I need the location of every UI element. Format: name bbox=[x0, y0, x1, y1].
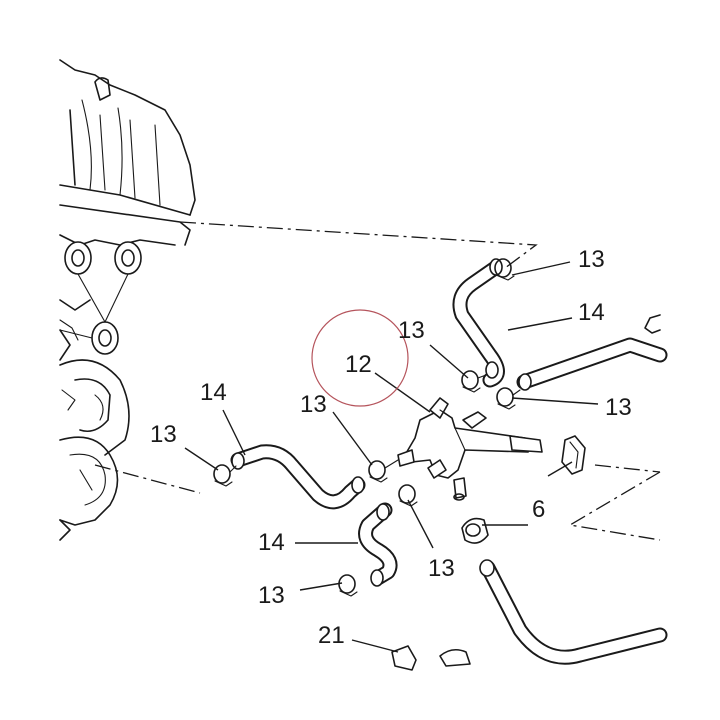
highlight-circle bbox=[311, 309, 409, 407]
hose-clamps bbox=[213, 258, 516, 597]
callout-6: 6 bbox=[532, 496, 545, 523]
reference-lines bbox=[94, 221, 661, 541]
callout-13-top: 13 bbox=[578, 246, 605, 273]
clamp-mid bbox=[461, 370, 481, 393]
clamp-lower bbox=[398, 484, 418, 507]
clamp-right bbox=[496, 387, 516, 410]
callout-13-lower: 13 bbox=[428, 555, 455, 582]
clamp-top bbox=[494, 258, 515, 281]
grommet-part-6 bbox=[561, 435, 586, 475]
callout-14-left: 14 bbox=[200, 379, 227, 406]
callout-labels: 13 14 13 12 13 14 13 13 6 14 13 13 21 bbox=[150, 246, 632, 649]
hose-ends bbox=[231, 258, 532, 587]
bracket-part-21 bbox=[391, 645, 471, 671]
coolant-hoses bbox=[230, 260, 668, 665]
callout-13-bottom: 13 bbox=[258, 582, 285, 609]
engine-mount-washers bbox=[59, 241, 142, 355]
clamp-left bbox=[213, 464, 233, 487]
callout-14-bottom: 14 bbox=[258, 529, 285, 556]
callout-12: 12 bbox=[345, 351, 372, 378]
callout-13-mid: 13 bbox=[398, 317, 425, 344]
leader-lines bbox=[184, 261, 599, 653]
callout-14-top: 14 bbox=[578, 299, 605, 326]
assembly-links bbox=[229, 374, 521, 473]
junction-fitting bbox=[397, 397, 543, 501]
engine-block bbox=[59, 59, 196, 541]
hose-clip bbox=[461, 517, 489, 544]
clamp-center bbox=[368, 460, 388, 483]
callout-13-right: 13 bbox=[605, 394, 632, 421]
clamp-bottom bbox=[338, 574, 358, 597]
callout-13-left: 13 bbox=[150, 421, 177, 448]
callout-21: 21 bbox=[318, 622, 345, 649]
callout-13-center: 13 bbox=[300, 391, 327, 418]
